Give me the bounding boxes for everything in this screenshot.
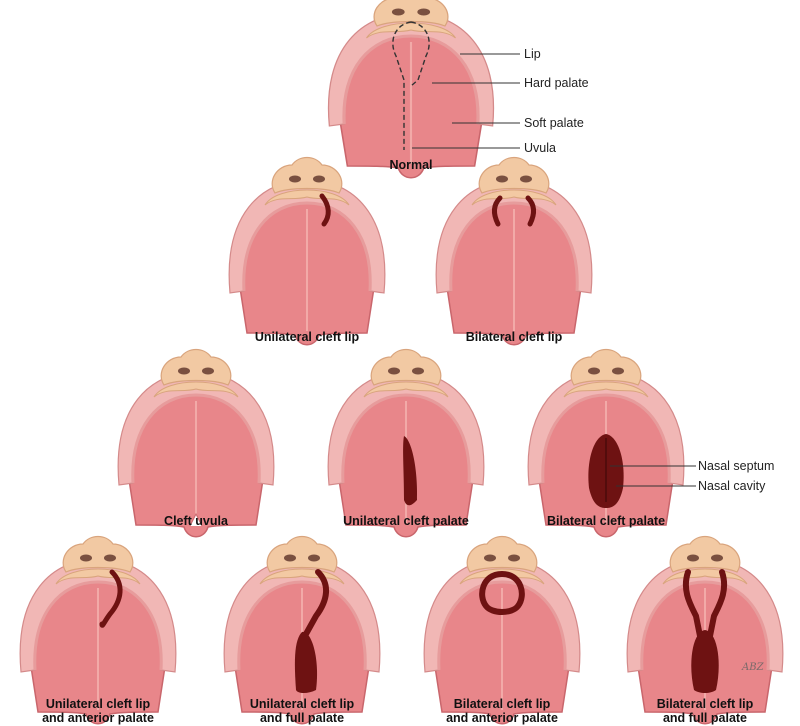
diagram-bilateral-cleft-lip-full-palate <box>625 535 785 726</box>
caption-line-2: and full palate <box>259 711 345 725</box>
caption-unilateral-cleft-lip: Unilateral cleft lip <box>254 330 360 344</box>
caption-unilateral-cleft-lip-anterior-palate: Unilateral cleft lip and anterior palate <box>42 697 154 725</box>
caption-line-2: and anterior palate <box>42 711 154 725</box>
artist-signature: ABZ <box>742 662 764 673</box>
caption-bilateral-cleft-lip: Bilateral cleft lip <box>465 330 563 344</box>
diagram-bilateral-cleft-lip-anterior-palate <box>422 535 582 726</box>
diagram-normal <box>326 0 520 180</box>
caption-bilateral-cleft-palate: Bilateral cleft palate <box>546 514 666 528</box>
caption-bilateral-cleft-lip-anterior-palate: Bilateral cleft lip and anterior palate <box>446 697 558 725</box>
label-nasal-septum: Nasal septum <box>698 459 775 473</box>
caption-line-1: Bilateral cleft lip <box>656 697 754 711</box>
diagram-unilateral-cleft-lip <box>227 156 387 347</box>
diagram-cleft-uvula <box>116 348 276 539</box>
caption-line-2: and anterior palate <box>446 711 558 725</box>
caption-unilateral-cleft-palate: Unilateral cleft palate <box>343 514 469 528</box>
caption-normal: Normal <box>389 158 433 172</box>
caption-line-2: and full palate <box>662 711 748 725</box>
label-soft-palate: Soft palate <box>524 116 584 130</box>
caption-line-1: Unilateral cleft lip <box>45 697 151 711</box>
label-hard-palate: Hard palate <box>524 76 589 90</box>
caption-unilateral-cleft-lip-full-palate: Unilateral cleft lip and full palate <box>250 697 354 725</box>
diagram-bilateral-cleft-palate <box>526 348 696 539</box>
caption-cleft-uvula: Cleft uvula <box>164 514 228 528</box>
diagram-unilateral-cleft-lip-full-palate <box>222 535 382 726</box>
caption-bilateral-cleft-lip-full-palate: Bilateral cleft lip and full palate <box>657 697 754 725</box>
label-nasal-cavity: Nasal cavity <box>698 479 766 493</box>
diagram-bilateral-cleft-lip <box>434 156 594 347</box>
label-uvula: Uvula <box>524 141 556 155</box>
caption-line-1: Bilateral cleft lip <box>453 697 551 711</box>
caption-line-1: Unilateral cleft lip <box>249 697 355 711</box>
label-lip: Lip <box>524 47 541 61</box>
diagram-unilateral-cleft-lip-anterior-palate <box>18 535 178 726</box>
diagram-unilateral-cleft-palate <box>326 348 486 539</box>
